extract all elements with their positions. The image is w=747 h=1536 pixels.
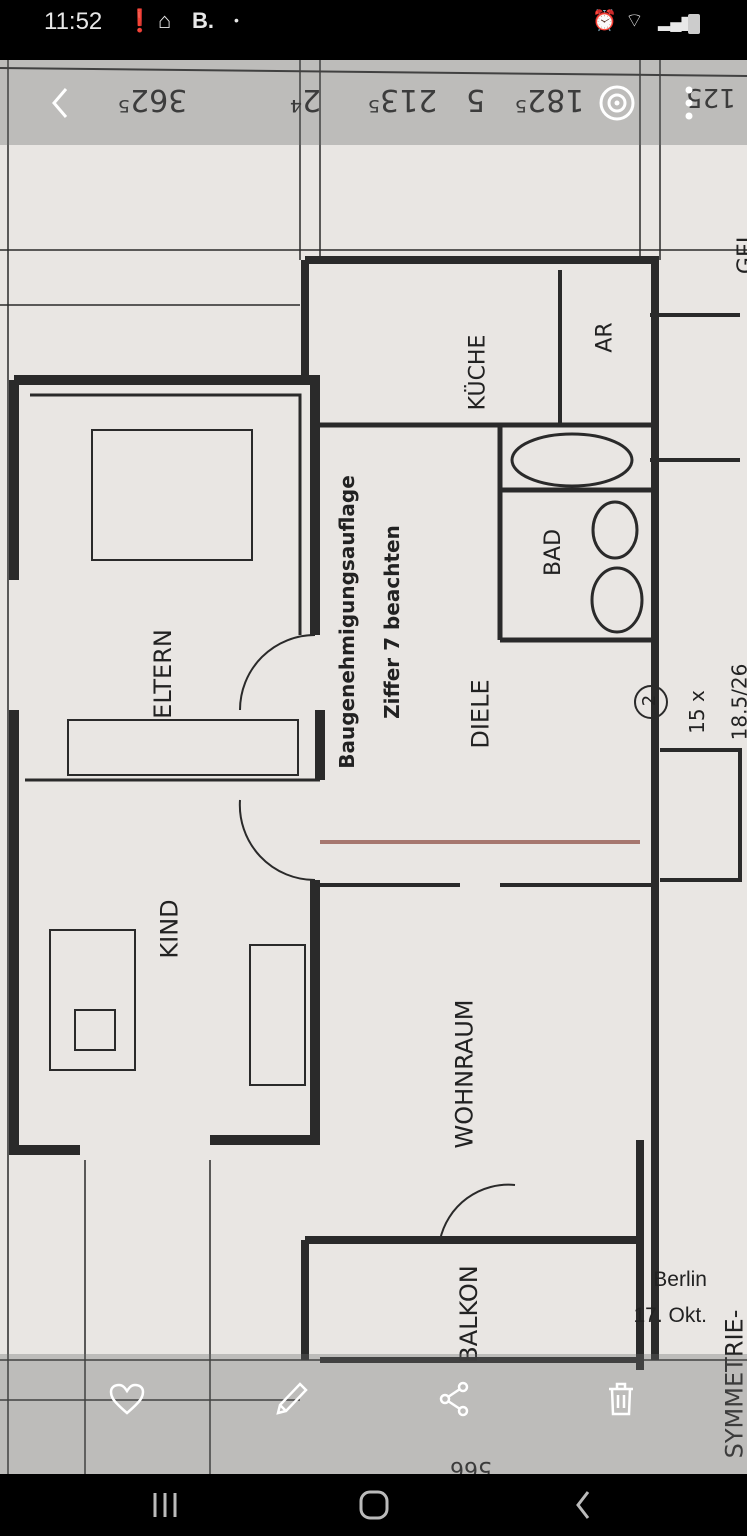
- share-icon: [439, 1381, 469, 1417]
- status-time: 11:52: [44, 8, 103, 35]
- room-label-kueche: KÜCHE: [465, 334, 491, 411]
- more-vertical-icon: [685, 86, 693, 119]
- stairs-label-2: 18.5/26: [727, 663, 747, 741]
- room-label-ar: AR: [592, 322, 618, 353]
- room-label-kind: KIND: [155, 899, 184, 959]
- viewer-bottom-bar: [0, 1354, 747, 1474]
- battery-icon: [688, 14, 700, 34]
- alarm-icon: ⏰: [592, 10, 617, 32]
- back-icon: [576, 1491, 590, 1519]
- recents-icon: [153, 1493, 177, 1517]
- edit-button[interactable]: [265, 1374, 319, 1424]
- alert-icon: ❗: [126, 8, 154, 33]
- signal-icon: ▂▄▆: [658, 14, 694, 31]
- back-button[interactable]: [35, 75, 85, 130]
- home-button[interactable]: [344, 1480, 404, 1530]
- room-label-wohnraum: WOHNRAUM: [450, 999, 479, 1149]
- view-button[interactable]: [592, 75, 642, 130]
- eye-icon: [599, 85, 635, 120]
- stairs-number: 2: [639, 694, 661, 707]
- stairs-label-1: 15 x: [684, 690, 709, 734]
- navigation-bar: [0, 1474, 747, 1536]
- pencil-icon: [276, 1382, 308, 1415]
- room-label-bad: BAD: [541, 528, 567, 577]
- photo-info: Berlin 17. Okt.: [633, 1262, 707, 1334]
- home-notification-icon: ⌂: [158, 8, 172, 33]
- room-label-eltern: ELTERN: [148, 629, 177, 719]
- status-bar: 11:52 ❗ ⌂ B. • ⏰ ⌔ ▂▄▆: [0, 0, 747, 60]
- home-icon: [359, 1490, 389, 1520]
- chevron-left-icon: [52, 87, 68, 118]
- plan-note-1: Baugenehmigungsauflage: [334, 475, 359, 769]
- room-label-diele: DIELE: [466, 679, 495, 749]
- plan-note-2: Ziffer 7 beachten: [379, 525, 404, 719]
- photo-location: Berlin: [653, 1268, 707, 1291]
- system-back-button[interactable]: [553, 1480, 613, 1530]
- photo-date: 17. Okt.: [633, 1304, 707, 1327]
- notification-b-label: B.: [192, 8, 214, 33]
- more-notifications-dot: •: [234, 12, 239, 28]
- share-button[interactable]: [428, 1374, 482, 1424]
- recents-button[interactable]: [135, 1480, 195, 1530]
- wifi-icon: ⌔: [625, 10, 644, 32]
- trash-icon: [609, 1382, 633, 1416]
- floor-plan-drawing: [0, 60, 747, 1474]
- viewer-top-bar: [0, 60, 747, 145]
- plan-label-gel: GEL: [734, 230, 747, 275]
- delete-button[interactable]: [594, 1374, 648, 1424]
- floor-plan-photo[interactable]: 362⁵ 2⁴ 213⁵ 5 182⁵ 125 ELTERN KIND WOHN…: [0, 60, 747, 1474]
- heart-icon: [109, 1383, 145, 1415]
- more-options-button[interactable]: [672, 75, 706, 130]
- room-label-balkon: BALKON: [454, 1265, 483, 1363]
- favorite-button[interactable]: [100, 1374, 154, 1424]
